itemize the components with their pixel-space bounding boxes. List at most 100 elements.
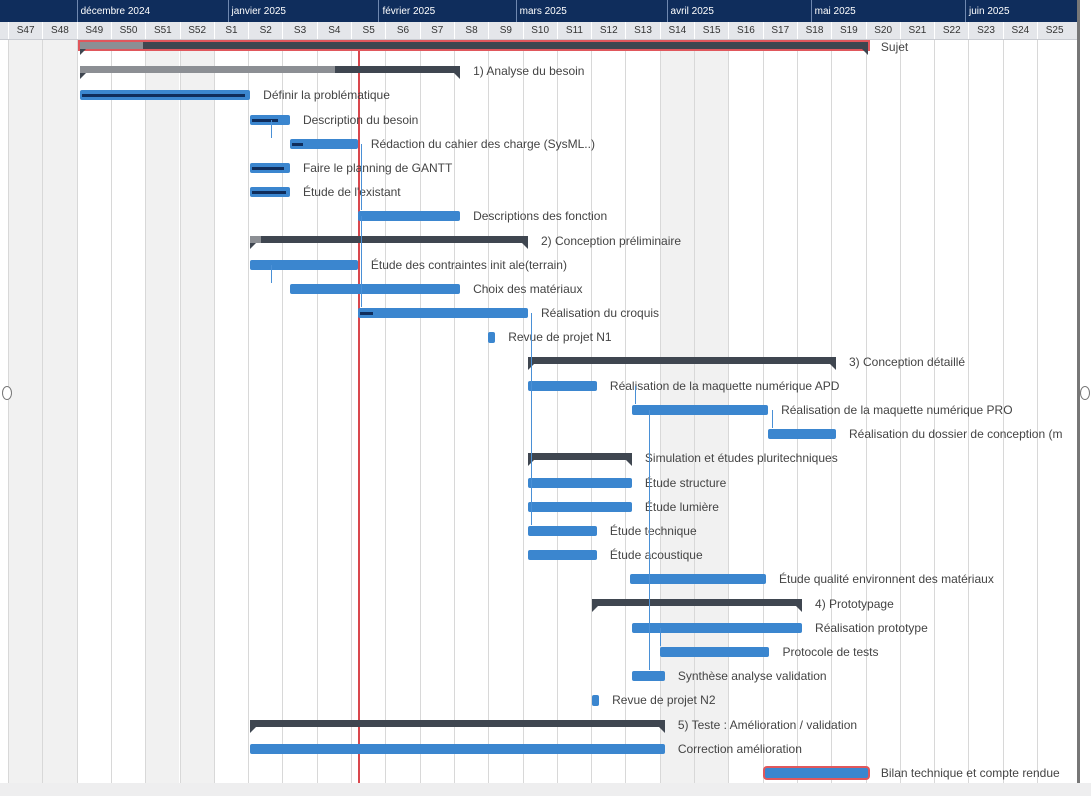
- task-bar[interactable]: [527, 501, 632, 512]
- week-label: S17: [762, 22, 797, 39]
- week-label: S5: [351, 22, 385, 39]
- milestone-marker[interactable]: [592, 695, 600, 707]
- task-bar[interactable]: [250, 114, 290, 125]
- week-label: S15: [694, 22, 728, 39]
- week-label: S21: [899, 22, 934, 39]
- progress-fill: [250, 235, 262, 243]
- week-column: [1037, 40, 1071, 783]
- week-label: S50: [110, 22, 145, 39]
- summary-start-marker: [527, 363, 534, 370]
- summary-end-marker: [454, 73, 461, 80]
- month-label: décembre 2024: [76, 0, 228, 22]
- task-label: 5) Teste : Amélioration / validation: [677, 717, 858, 732]
- week-label: S49: [76, 22, 111, 39]
- task-bar[interactable]: [631, 405, 769, 415]
- task-label: 2) Conception préliminaire: [540, 233, 682, 248]
- task-bar[interactable]: [250, 743, 665, 754]
- task-label: Simulation et études pluritechniques: [644, 451, 838, 466]
- dependency-link: [659, 627, 661, 646]
- task-label: Étude technique: [609, 524, 697, 538]
- task-bar[interactable]: [527, 380, 597, 391]
- week-column: [899, 40, 934, 783]
- task-label: 4) Prototypage: [815, 596, 894, 611]
- week-label: S8: [453, 22, 488, 39]
- task-bar[interactable]: [768, 429, 836, 440]
- task-bar[interactable]: [289, 284, 461, 294]
- week-column: [968, 40, 1002, 783]
- week-column: [453, 40, 488, 783]
- task-bar[interactable]: [659, 647, 770, 657]
- task-bar[interactable]: [357, 211, 461, 222]
- task-label: Définir la problématique: [263, 88, 390, 103]
- week-column: [316, 40, 351, 783]
- week-label: S10: [522, 22, 557, 39]
- summary-start-marker: [80, 49, 87, 55]
- week-label: S19: [831, 22, 865, 39]
- task-bar[interactable]: [629, 574, 766, 585]
- summary-end-marker: [521, 242, 528, 249]
- summary-bar[interactable]: [250, 235, 528, 249]
- task-bar[interactable]: [631, 622, 803, 633]
- task-bar[interactable]: [289, 138, 358, 149]
- summary-bar[interactable]: [592, 598, 803, 612]
- task-label: Réalisation prototype: [815, 620, 928, 635]
- task-label: Revue de projet N2: [612, 693, 716, 708]
- progress-fill: [252, 191, 286, 195]
- week-label: S24: [1002, 22, 1037, 39]
- week-column: [556, 40, 591, 783]
- task-bar[interactable]: [527, 526, 597, 536]
- task-label: Rédaction du cahier des charge (SysML..): [370, 136, 595, 151]
- summary-bar[interactable]: [80, 42, 868, 55]
- week-label: S16: [728, 22, 762, 39]
- dependency-link: [531, 313, 533, 525]
- week-label: S9: [488, 22, 522, 39]
- progress-fill: [252, 167, 284, 170]
- task-bar[interactable]: [80, 90, 251, 101]
- task-bar[interactable]: [527, 550, 597, 561]
- week-label: S47: [8, 22, 42, 39]
- task-bar[interactable]: [765, 768, 868, 778]
- week-label: S25: [1037, 22, 1071, 39]
- week-column: [110, 40, 145, 783]
- task-bar[interactable]: [250, 163, 290, 173]
- task-bar[interactable]: [527, 477, 632, 488]
- task-bar[interactable]: [631, 671, 665, 682]
- week-label: S11: [556, 22, 591, 39]
- summary-bar[interactable]: [527, 453, 632, 467]
- right-resize-handle[interactable]: [1080, 386, 1090, 400]
- task-label: Réalisation du dossier de conception (m: [849, 427, 1063, 442]
- dependency-link: [771, 410, 773, 429]
- task-label: Description du besoin: [302, 112, 419, 127]
- task-label: Réalisation de la maquette numérique APD: [609, 378, 840, 393]
- left-resize-handle[interactable]: [2, 386, 12, 400]
- month-label: avril 2025: [666, 0, 811, 22]
- task-label: Correction amélioration: [677, 741, 802, 756]
- summary-bar[interactable]: [527, 356, 836, 370]
- task-bar[interactable]: [250, 259, 358, 270]
- task-label: Étude structure: [644, 475, 727, 490]
- summary-end-marker: [796, 605, 803, 612]
- week-column: [865, 40, 900, 783]
- scrollbar-edge[interactable]: [1077, 0, 1080, 783]
- week-label: S1: [213, 22, 248, 39]
- footer-bar: [0, 783, 1091, 796]
- progress-fill: [80, 42, 144, 49]
- summary-start-marker: [527, 460, 534, 467]
- milestone-marker[interactable]: [488, 332, 496, 344]
- task-bar[interactable]: [357, 308, 528, 319]
- week-column: [8, 40, 43, 783]
- week-label: S7: [419, 22, 454, 39]
- week-column: [385, 40, 419, 783]
- dependency-link: [635, 385, 637, 404]
- task-bar[interactable]: [250, 187, 290, 198]
- month-label: mars 2025: [515, 0, 667, 22]
- week-column: [351, 40, 385, 783]
- summary-bar[interactable]: [80, 66, 461, 80]
- week-label: S4: [316, 22, 351, 39]
- progress-fill: [252, 118, 278, 122]
- week-label: S48: [42, 22, 76, 39]
- progress-fill: [82, 94, 245, 98]
- progress-fill: [291, 142, 303, 146]
- summary-bar[interactable]: [250, 719, 665, 733]
